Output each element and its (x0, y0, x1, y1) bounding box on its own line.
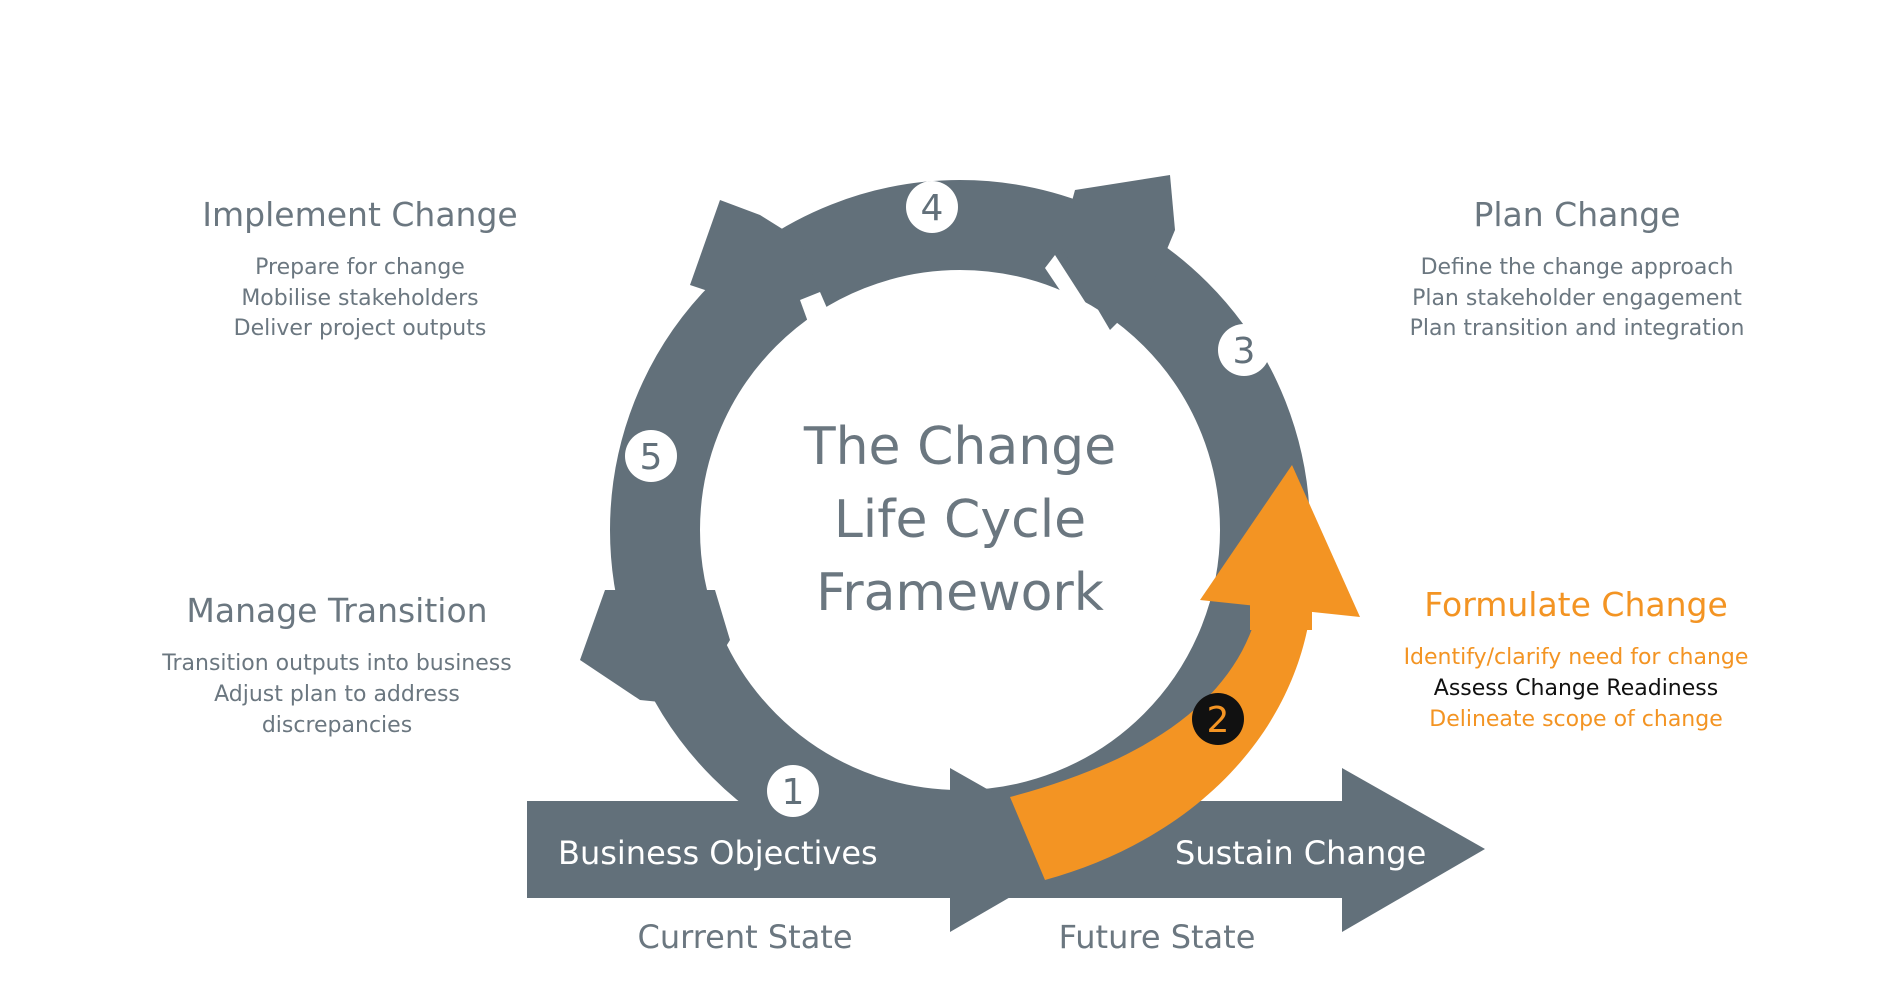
ring-notch-top-left (800, 292, 830, 322)
ring-arrowhead-left (580, 590, 730, 705)
badge-4: 4 (906, 181, 958, 233)
implement-change-block: Implement Change Prepare for change Mobi… (202, 195, 517, 341)
ring-arrowhead-top-left (690, 200, 820, 320)
badge-2: 2 (1192, 693, 1244, 745)
business-objectives-label: Business Objectives (558, 834, 878, 872)
manage-transition-line-1: Transition outputs into business (161, 651, 511, 676)
business-objectives-bar (527, 801, 967, 898)
plan-change-block: Plan Change Define the change approach P… (1410, 195, 1745, 341)
manage-transition-heading: Manage Transition (186, 591, 487, 630)
badge-5: 5 (625, 430, 677, 482)
badge-3: 3 (1218, 324, 1270, 376)
current-state-label: Current State (637, 918, 852, 956)
plan-change-line-2: Plan stakeholder engagement (1412, 286, 1742, 311)
formulate-change-block: Formulate Change Identify/clarify need f… (1404, 585, 1749, 732)
implement-change-heading: Implement Change (202, 195, 517, 234)
manage-transition-block: Manage Transition Transition outputs int… (161, 591, 511, 738)
formulate-change-line-1: Identify/clarify need for change (1404, 645, 1749, 670)
formulate-change-arrowhead (1200, 465, 1360, 617)
badge-1-number: 1 (782, 772, 805, 813)
plan-change-line-1: Define the change approach (1421, 255, 1734, 280)
title-line-3: Framework (816, 563, 1104, 623)
plan-change-line-3: Plan transition and integration (1410, 316, 1745, 341)
badge-4-number: 4 (921, 188, 944, 229)
ring-notch-top-right (1045, 255, 1100, 335)
formulate-change-line-3: Delineate scope of change (1429, 707, 1723, 732)
implement-change-line-3: Deliver project outputs (234, 316, 487, 341)
future-state-label: Future State (1059, 918, 1256, 956)
ring-arrowhead-top-right (1060, 175, 1175, 330)
sustain-change-arrowhead (1342, 768, 1485, 932)
center-title: The Change Life Cycle Framework (803, 417, 1116, 623)
manage-transition-line-2: Adjust plan to address (214, 682, 460, 707)
formulate-change-arrow (1010, 465, 1360, 880)
badge-2-number: 2 (1207, 700, 1230, 741)
sustain-change-label: Sustain Change (1175, 834, 1426, 872)
formulate-change-arrow-body (1010, 615, 1310, 880)
title-line-1: The Change (803, 417, 1116, 477)
plan-change-heading: Plan Change (1473, 195, 1680, 234)
badge-1: 1 (767, 765, 819, 817)
manage-transition-line-3: discrepancies (262, 713, 412, 738)
implement-change-line-1: Prepare for change (255, 255, 465, 280)
implement-change-line-2: Mobilise stakeholders (241, 286, 478, 311)
formulate-change-line-2: Assess Change Readiness (1434, 676, 1718, 701)
badge-5-number: 5 (640, 437, 663, 478)
title-line-2: Life Cycle (834, 490, 1086, 550)
formulate-change-heading: Formulate Change (1424, 585, 1728, 624)
badge-3-number: 3 (1233, 331, 1256, 372)
formulate-change-arrow-shaft (1250, 590, 1312, 630)
